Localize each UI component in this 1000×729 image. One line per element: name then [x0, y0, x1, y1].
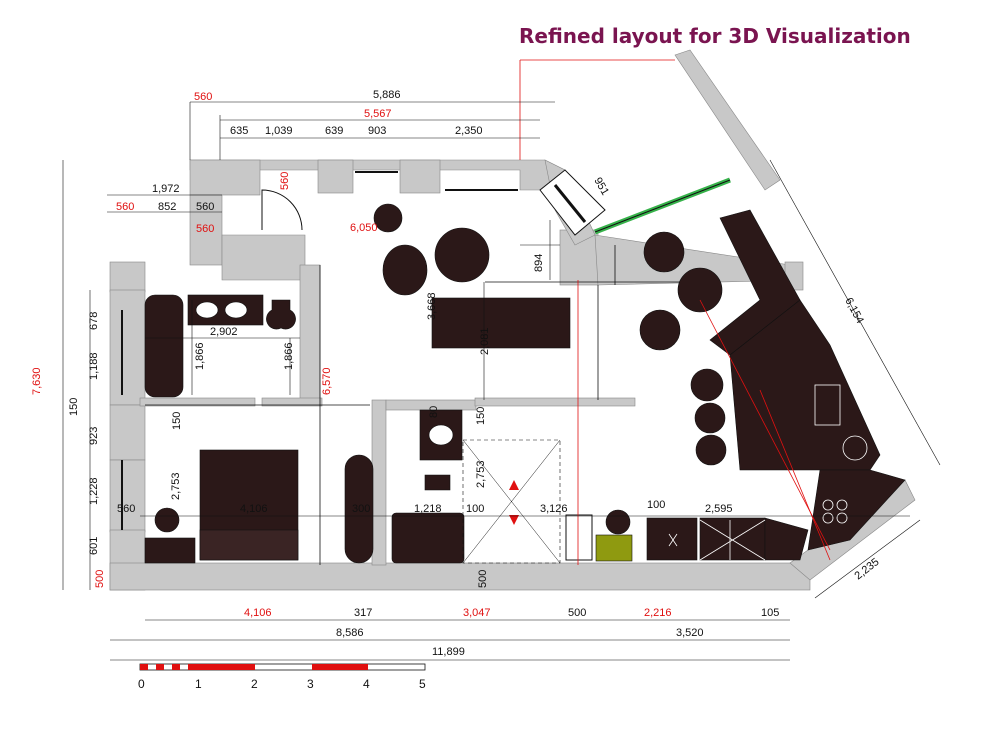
olive-cabinet	[595, 534, 633, 562]
dim-951: 951	[591, 176, 611, 198]
scale-label-2: 2	[251, 677, 258, 691]
dim-2902: 2,902	[210, 326, 238, 338]
dim-6050: 6,050	[350, 222, 378, 234]
dimension-labels: 5,886 5,567 560 635 1,039 639 903 2,350 …	[31, 89, 882, 658]
lounge-chair	[434, 227, 490, 283]
dim-560-b: 560	[196, 223, 214, 235]
dim-678: 678	[88, 312, 100, 330]
dim-row-100-b: 100	[647, 499, 665, 511]
dining-chair-2	[639, 309, 681, 351]
dim-3668: 3,668	[426, 292, 438, 320]
dim-row-300: 300	[352, 503, 370, 515]
dim-2235: 2,235	[852, 556, 881, 582]
dim-sm-80: 80	[428, 406, 440, 418]
wardrobe	[344, 454, 374, 564]
dim-923: 923	[88, 427, 100, 445]
dim-seg-4: 903	[368, 125, 386, 137]
dim-row-3126: 3,126	[540, 503, 568, 515]
dim-v-500: 500	[477, 570, 489, 588]
furniture	[144, 203, 906, 564]
dim-bottom-317: 317	[354, 607, 372, 619]
dim-894: 894	[533, 254, 545, 272]
bathtub	[144, 294, 184, 398]
dim-door-red: 560	[279, 172, 291, 190]
kitchen-counter-lower	[807, 469, 906, 551]
dim-hall-2753: 2,753	[475, 460, 487, 488]
stool	[373, 203, 403, 233]
dim-6570: 6,570	[321, 367, 333, 395]
dim-bottom-4106: 4,106	[244, 607, 272, 619]
dim-1866-b: 1,866	[283, 342, 295, 370]
scale-label-1: 1	[195, 677, 202, 691]
bar-stool-1	[690, 368, 724, 402]
dim-1972: 1,972	[152, 183, 180, 195]
dim-seg-5: 2,350	[455, 125, 483, 137]
bath-toilet	[266, 299, 296, 330]
wc-toilet	[424, 474, 451, 491]
dim-150: 150	[68, 398, 80, 416]
scale-bar: 0 1 2 3 4 5	[138, 663, 426, 691]
dim-1228: 1,228	[88, 477, 100, 505]
dim-row-4106: 4,106	[240, 503, 268, 515]
kitchen-base-3	[764, 517, 809, 561]
sofa	[431, 297, 571, 349]
dim-560-a: 560	[196, 201, 214, 213]
dim-7630: 7,630	[31, 367, 43, 395]
dining-table	[677, 267, 723, 313]
dim-1188: 1,188	[88, 352, 100, 380]
dim-2081: 2,081	[479, 327, 491, 355]
dim-top-red: 5,567	[364, 108, 392, 120]
scale-label-3: 3	[307, 677, 314, 691]
dim-top-total: 5,886	[373, 89, 401, 101]
scale-label-5: 5	[419, 677, 426, 691]
dim-bottom-2216: 2,216	[644, 607, 672, 619]
dim-6154: 6,154	[842, 296, 866, 326]
dim-bottom-3047: 3,047	[463, 607, 491, 619]
armchair	[382, 244, 428, 296]
dim-wc-150: 150	[171, 412, 183, 430]
dim-bottom-500: 500	[568, 607, 586, 619]
entry-door	[261, 189, 303, 231]
shower-tray	[391, 512, 465, 564]
window-openings	[121, 171, 518, 530]
bedside-table	[154, 507, 180, 533]
dim-bed-2753: 2,753	[170, 472, 182, 500]
dim-500-red: 500	[94, 570, 106, 588]
dim-seg-1: 635	[230, 125, 248, 137]
plan-title: Refined layout for 3D Visualization	[519, 24, 911, 48]
bar-stool-2	[694, 402, 726, 434]
dim-601: 601	[88, 537, 100, 555]
dim-row-2595: 2,595	[705, 503, 733, 515]
dim-sm-150: 150	[475, 407, 487, 425]
dim-560-red: 560	[116, 201, 134, 213]
dim-row-100-a: 100	[466, 503, 484, 515]
dim-top-red-left: 560	[194, 91, 212, 103]
dim-row-560: 560	[117, 503, 135, 515]
dim-bottom-105: 105	[761, 607, 779, 619]
bedroom-dresser	[144, 537, 196, 564]
kitchen-island	[729, 299, 881, 471]
scale-label-4: 4	[363, 677, 370, 691]
dim-1866-a: 1,866	[194, 342, 206, 370]
dim-seg-3: 639	[325, 125, 343, 137]
dim-852: 852	[158, 201, 176, 213]
bar-stool-3	[695, 434, 727, 466]
hall-stool	[605, 509, 631, 535]
dim-bottom-8586: 8,586	[336, 627, 364, 639]
dim-row-1218: 1,218	[414, 503, 442, 515]
dim-bottom-11899: 11,899	[432, 646, 465, 658]
scale-label-0: 0	[138, 677, 145, 691]
dining-chair-1	[643, 231, 685, 273]
dim-bottom-3520: 3,520	[676, 627, 704, 639]
dim-seg-2: 1,039	[265, 125, 293, 137]
